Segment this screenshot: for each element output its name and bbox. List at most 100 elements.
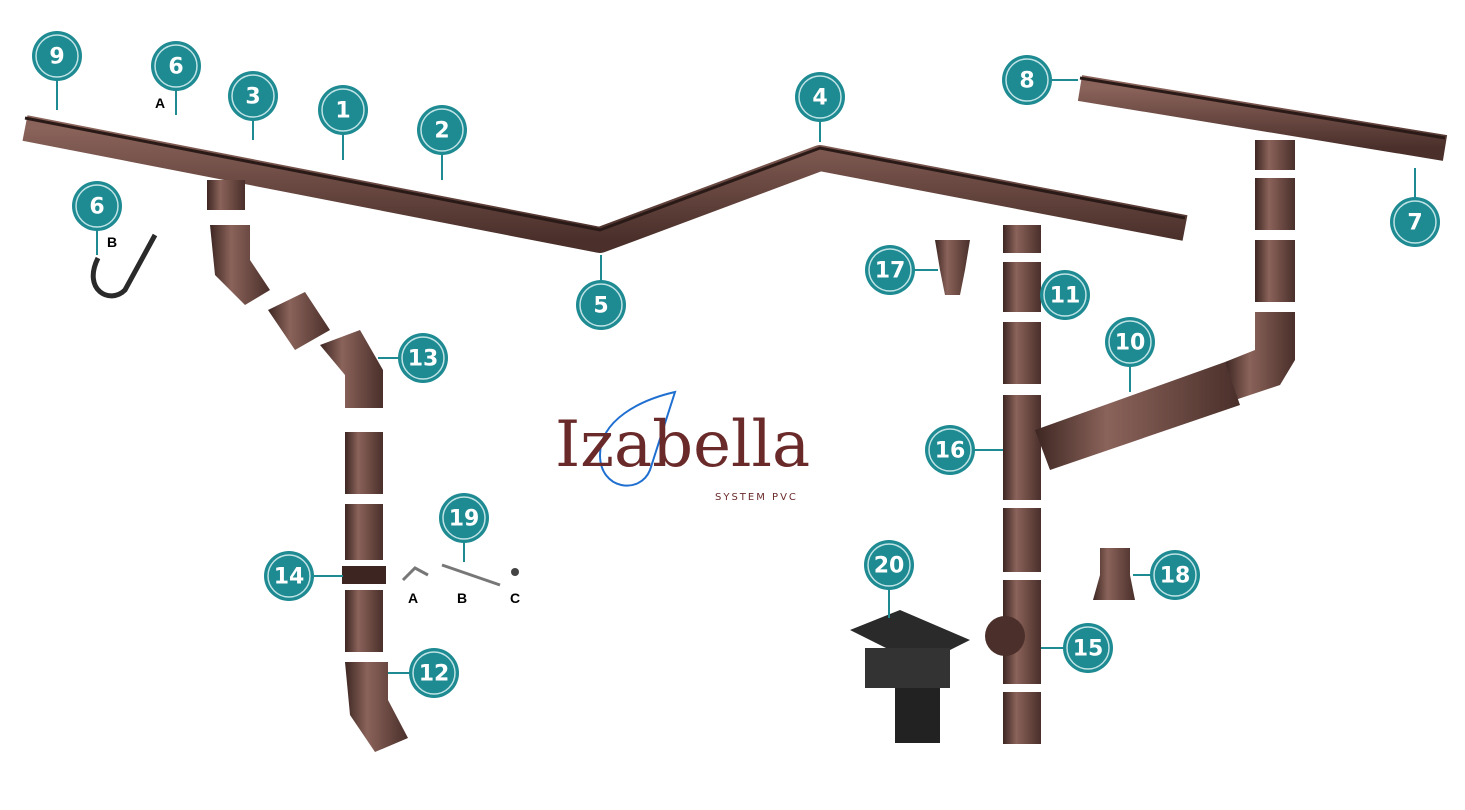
- callout-badge-8: 8: [1002, 55, 1052, 105]
- badge-ring: [35, 34, 79, 78]
- callout-badge-3: 3: [228, 71, 278, 121]
- badge-ring: [412, 651, 456, 695]
- badge-number: 9: [49, 45, 64, 70]
- callout-lines: [56, 56, 1416, 674]
- badge-circle: [1105, 317, 1155, 367]
- badge-circle: [32, 31, 82, 81]
- label-bracket-a: A: [408, 590, 418, 606]
- logo-name: Izabella: [555, 408, 810, 482]
- badge-number: 17: [875, 259, 906, 284]
- callout-badge-6b: 6: [72, 181, 122, 231]
- badge-number: 10: [1115, 331, 1146, 356]
- badge-ring: [442, 496, 486, 540]
- badge-number: 5: [593, 294, 608, 319]
- badge-number: 20: [874, 554, 905, 579]
- badge-number: 12: [419, 662, 450, 687]
- badge-number: 6: [89, 195, 104, 220]
- badge-ring: [1108, 320, 1152, 364]
- badge-ring: [75, 184, 119, 228]
- gutter-hook: [90, 233, 158, 299]
- callout-badge-12: 12: [409, 648, 459, 698]
- badge-number: 16: [935, 439, 966, 464]
- label-hook-b: B: [107, 234, 117, 250]
- badge-number: 13: [408, 347, 439, 372]
- badge-ring: [231, 74, 275, 118]
- callout-badge-9: 9: [32, 31, 82, 81]
- badge-circle: [576, 280, 626, 330]
- callout-badge-16: 16: [925, 425, 975, 475]
- badge-circle: [1063, 623, 1113, 673]
- badge-number: 18: [1160, 564, 1191, 589]
- badge-circle: [865, 245, 915, 295]
- label-bracket-b: B: [457, 590, 467, 606]
- badge-circle: [318, 85, 368, 135]
- reducer-18: [1093, 548, 1135, 600]
- badge-number: 14: [274, 565, 305, 590]
- badge-circle: [72, 181, 122, 231]
- badge-circle: [1002, 55, 1052, 105]
- badge-ring: [154, 44, 198, 88]
- label-bracket-c: C: [510, 590, 520, 606]
- badge-circle: [795, 72, 845, 122]
- badge-ring: [1153, 553, 1197, 597]
- reducer-17: [935, 240, 970, 295]
- badge-number: 8: [1019, 69, 1034, 94]
- callout-badge-13: 13: [398, 333, 448, 383]
- badge-number: 2: [434, 119, 449, 144]
- badge-circle: [925, 425, 975, 475]
- badge-circle: [1040, 270, 1090, 320]
- gutter-main: [22, 115, 1188, 253]
- callout-badge-11: 11: [1040, 270, 1090, 320]
- badge-ring: [867, 543, 911, 587]
- badge-ring: [321, 88, 365, 132]
- callout-badge-14: 14: [264, 551, 314, 601]
- badge-circle: [417, 105, 467, 155]
- gutter-right: [1077, 75, 1448, 161]
- downpipe-left: [207, 180, 408, 752]
- callout-badge-20: 20: [864, 540, 914, 590]
- logo-subtitle: SYSTEM PVC: [715, 492, 798, 503]
- badge-number: 3: [245, 85, 260, 110]
- badge-ring: [267, 554, 311, 598]
- badge-ring: [401, 336, 445, 380]
- callout-badge-1: 1: [318, 85, 368, 135]
- badge-ring: [1005, 58, 1049, 102]
- callout-badge-4: 4: [795, 72, 845, 122]
- badge-circle: [264, 551, 314, 601]
- badge-circle: [1150, 550, 1200, 600]
- callout-badge-2: 2: [417, 105, 467, 155]
- badge-ring: [579, 283, 623, 327]
- badge-circle: [228, 71, 278, 121]
- badge-circle: [151, 41, 201, 91]
- downpipe-middle: [985, 225, 1041, 744]
- badge-ring: [1393, 200, 1437, 244]
- downpipe-right: [1035, 140, 1295, 470]
- badge-circle: [439, 493, 489, 543]
- badge-circle: [1390, 197, 1440, 247]
- badge-circle: [398, 333, 448, 383]
- callout-badge-18: 18: [1150, 550, 1200, 600]
- badge-circle: [409, 648, 459, 698]
- callout-badge-17: 17: [865, 245, 915, 295]
- callout-badge-7: 7: [1390, 197, 1440, 247]
- bracket-parts-19: [401, 563, 519, 587]
- callout-badge-6a: 6: [151, 41, 201, 91]
- badge-number: 7: [1407, 211, 1422, 236]
- badge-ring: [798, 75, 842, 119]
- badge-number: 1: [335, 99, 350, 124]
- badge-circle: [864, 540, 914, 590]
- callout-badge-10: 10: [1105, 317, 1155, 367]
- badge-number: 15: [1073, 637, 1104, 662]
- badge-ring: [1066, 626, 1110, 670]
- badge-number: 6: [168, 55, 183, 80]
- callout-badge-19: 19: [439, 493, 489, 543]
- badge-number: 4: [812, 86, 827, 111]
- badge-ring: [1043, 273, 1087, 317]
- badge-ring: [868, 248, 912, 292]
- label-hook-a: A: [155, 95, 165, 111]
- gully-20: [850, 610, 970, 743]
- badge-ring: [928, 428, 972, 472]
- callout-badge-15: 15: [1063, 623, 1113, 673]
